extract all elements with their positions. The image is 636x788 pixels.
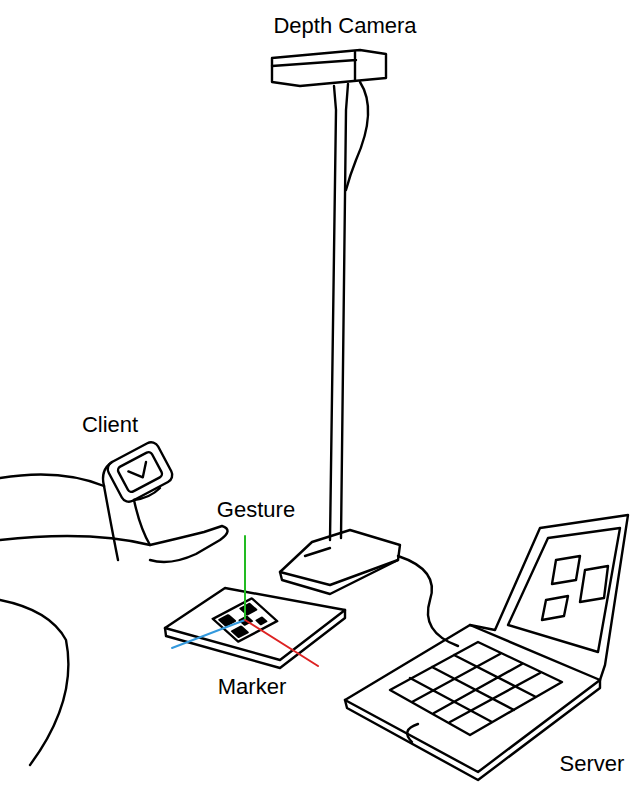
marker-cell	[232, 627, 247, 637]
callout-label: Depth Camera	[273, 14, 416, 38]
phone-body	[105, 439, 175, 504]
marker-cell	[257, 618, 266, 624]
camera-neck	[346, 82, 368, 190]
upper-arm	[0, 474, 104, 486]
laptop	[345, 515, 628, 780]
screen-display	[508, 528, 620, 652]
axis-x	[245, 620, 318, 666]
client-phone	[105, 439, 175, 504]
screen-windows	[542, 556, 608, 620]
camera-head-detail	[272, 52, 356, 80]
callout-label: Client	[82, 413, 138, 437]
callout-label: Marker	[218, 675, 286, 699]
board-edge	[165, 610, 345, 668]
phone-icon	[128, 462, 151, 482]
keyboard	[390, 642, 562, 735]
axis-y	[244, 536, 246, 620]
laptop-base	[345, 625, 600, 772]
laptop-screen	[470, 515, 628, 680]
touchpad	[407, 724, 418, 742]
reaching-arm	[0, 526, 228, 562]
callout-label: Server	[560, 752, 625, 776]
camera-base	[280, 530, 400, 585]
camera-head	[272, 50, 386, 86]
camera-base-edge	[280, 548, 398, 594]
axis-z	[172, 620, 245, 648]
marker-cell	[241, 604, 256, 614]
cable	[398, 556, 458, 646]
board	[165, 588, 345, 660]
callout-label: Gesture	[217, 498, 295, 522]
user-arms	[0, 439, 228, 765]
phone-screen	[117, 451, 164, 494]
body-outline	[0, 600, 68, 765]
camera-pole	[330, 84, 348, 540]
